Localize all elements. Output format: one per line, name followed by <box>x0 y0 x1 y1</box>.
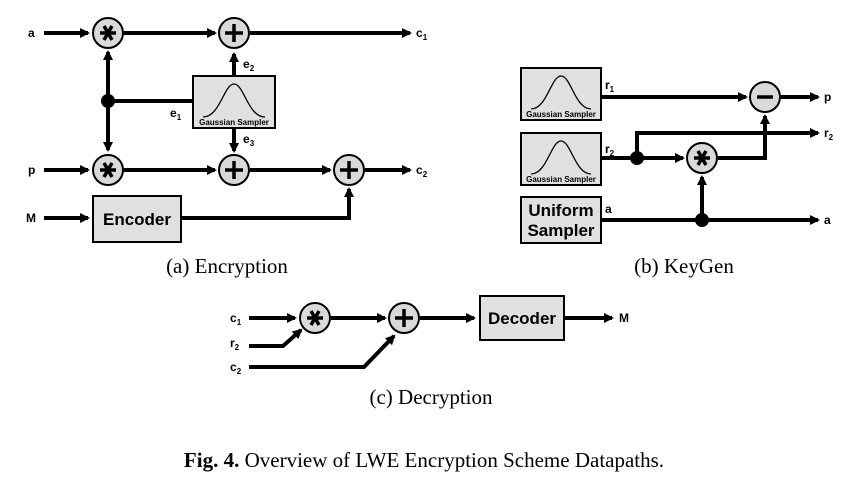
decoder-label: Decoder <box>488 309 556 328</box>
wire-encoder-to-add <box>181 187 354 220</box>
wire-r2-to-out <box>635 128 820 158</box>
wire-dec-c2 <box>249 334 396 369</box>
caption-keygen: (b) KeyGen <box>634 254 734 278</box>
add-node-e2 <box>218 17 250 49</box>
multiply-node-kg <box>686 142 718 174</box>
wire-mul-to-sub <box>718 114 770 160</box>
keygen-out-a: a <box>824 213 831 227</box>
decryption-panel: c1 r2 c2 Decoder M (c) Decryption <box>230 295 629 409</box>
figure-caption: Fig. 4. Overview of LWE Encryption Schem… <box>184 448 664 472</box>
figure-label: Fig. 4. <box>184 448 239 472</box>
keygen-r2-label: r2 <box>605 142 615 158</box>
caption-encryption: (a) Encryption <box>166 254 288 278</box>
input-m-label: M <box>26 211 36 225</box>
dec-r2-label: r2 <box>230 336 240 352</box>
noise-e1-label: e1 <box>170 106 182 122</box>
multiply-node-dec <box>299 302 331 334</box>
encryption-panel: a p M c1 e1 Gaussian Sampler <box>26 17 428 278</box>
uniform-label-line1: Uniform <box>528 201 593 220</box>
gaussian-label-kg1: Gaussian Sampler <box>526 110 596 119</box>
noise-e2-label: e2 <box>243 57 255 73</box>
input-a-label: a <box>28 26 35 40</box>
gaussian-sampler-box-enc: Gaussian Sampler <box>192 75 276 129</box>
multiply-node-a <box>92 17 124 49</box>
keygen-out-p: p <box>824 90 831 104</box>
keygen-r1-label: r1 <box>605 78 615 94</box>
figure-caption-text: Overview of LWE Encryption Scheme Datapa… <box>239 448 664 472</box>
decoder-box: Decoder <box>479 295 565 341</box>
input-p-label: p <box>28 163 35 177</box>
keygen-out-r2: r2 <box>824 126 834 142</box>
encoder-label: Encoder <box>103 210 171 229</box>
add-node-e3 <box>218 154 250 186</box>
gaussian-label-enc: Gaussian Sampler <box>199 118 269 127</box>
multiply-node-p <box>92 154 124 186</box>
dec-out-m: M <box>619 311 629 325</box>
add-node-c2 <box>333 154 365 186</box>
noise-e3-label: e3 <box>243 132 255 148</box>
subtract-node <box>749 81 781 113</box>
encoder-box: Encoder <box>92 195 182 243</box>
uniform-label-line2: Sampler <box>527 221 594 240</box>
keygen-panel: Gaussian Sampler Gaussian Sampler Unifor… <box>520 67 834 278</box>
wire-dec-r2 <box>249 328 303 348</box>
dec-c1-label: c1 <box>230 311 242 327</box>
output-c1-label: c1 <box>416 26 428 42</box>
keygen-a-label: a <box>605 202 612 216</box>
caption-decryption: (c) Decryption <box>369 385 493 409</box>
dec-c2-label: c2 <box>230 360 242 376</box>
add-node-dec <box>388 302 420 334</box>
gaussian-label-kg2: Gaussian Sampler <box>526 175 596 184</box>
gaussian-sampler-box-kg1: Gaussian Sampler <box>520 67 602 121</box>
gaussian-sampler-box-kg2: Gaussian Sampler <box>520 132 602 186</box>
output-c2-label: c2 <box>416 163 428 179</box>
uniform-sampler-box: Uniform Sampler <box>520 196 602 244</box>
